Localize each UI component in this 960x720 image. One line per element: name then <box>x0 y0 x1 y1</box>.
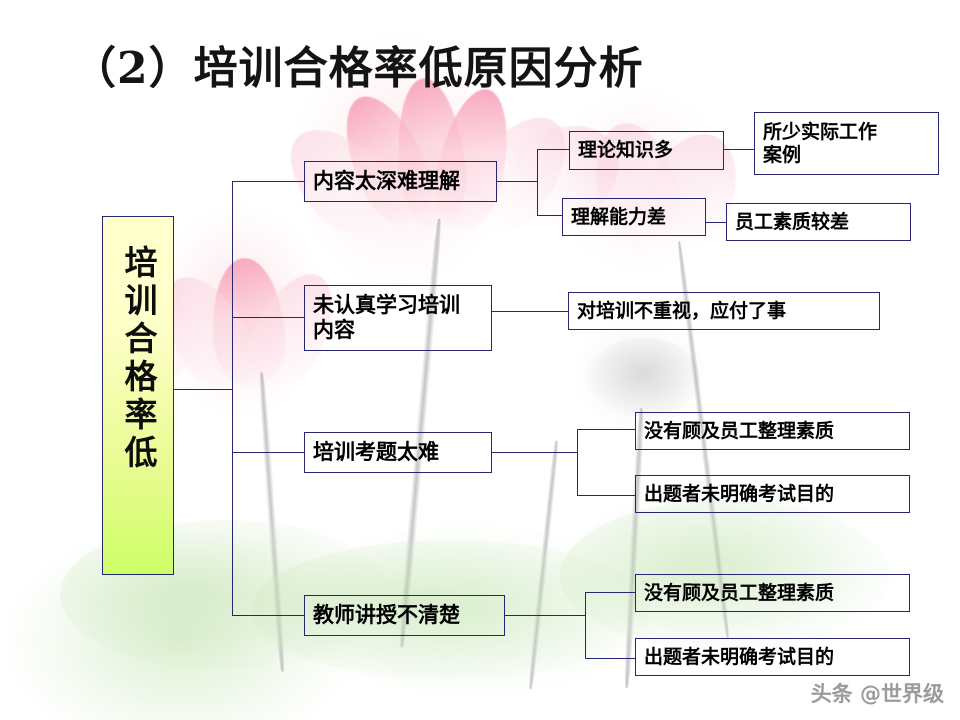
connector-branch-1-to-child-2 <box>537 215 562 216</box>
connector-trunk-to-branch-3 <box>232 452 304 453</box>
branch-node-not-studying-seriously[interactable]: 未认真学习培训 内容 <box>304 285 492 351</box>
branch-node-content-too-deep[interactable]: 内容太深难理解 <box>304 161 497 202</box>
connector-trunk-vertical <box>232 181 233 615</box>
branch-node-exam-too-hard[interactable]: 培训考题太难 <box>304 432 492 473</box>
leaf-node-ignored-staff-quality-exam[interactable]: 没有顾及员工整理素质 <box>635 412 910 450</box>
leaf-node-not-valuing-training[interactable]: 对培训不重视，应付了事 <box>568 292 880 330</box>
lotus-petal-icon <box>207 255 289 389</box>
connector-branch-3-to-child-2 <box>577 495 635 496</box>
leaf-node-ignored-staff-quality-teaching[interactable]: 没有顾及员工整理素质 <box>635 574 910 612</box>
root-node-label: 培训合格率低 <box>119 245 158 473</box>
lotus-petal-icon <box>390 74 472 232</box>
connector-branch-4-out <box>505 615 585 616</box>
connector-branch-4-to-child-2 <box>585 658 635 659</box>
leaf-node-unclear-exam-purpose-teaching[interactable]: 出题者未明确考试目的 <box>635 638 910 676</box>
connector-branch-4-splitter <box>585 592 586 658</box>
leaf-node-too-much-theory[interactable]: 理论知识多 <box>569 131 724 170</box>
connector-child-1-to-grandchild <box>724 149 754 150</box>
page-title: （2）培训合格率低原因分析 <box>72 43 644 94</box>
connector-trunk-to-branch-4 <box>232 615 304 616</box>
root-node-training-pass-rate-low[interactable]: 培训合格率低 <box>102 216 174 575</box>
leaf-node-label: 所少实际工作 案例 <box>763 121 878 166</box>
lotus-stem-icon <box>257 372 287 672</box>
leaf-node-few-practical-cases[interactable]: 所少实际工作 案例 <box>754 112 939 175</box>
connector-branch-4-to-child-1 <box>585 592 635 593</box>
leaf-node-label: 对培训不重视，应付了事 <box>577 299 787 322</box>
connector-branch-3-to-child-1 <box>577 429 635 430</box>
leaf-node-label: 理解能力差 <box>571 205 667 228</box>
lotus-petal-icon <box>327 83 447 236</box>
leaf-node-label: 没有顾及员工整理素质 <box>644 419 835 442</box>
connector-branch-2-out <box>492 311 568 312</box>
leaf-node-label: 出题者未明确考试目的 <box>644 645 835 668</box>
leaf-node-unclear-exam-purpose[interactable]: 出题者未明确考试目的 <box>635 475 910 513</box>
branch-node-label: 培训考题太难 <box>313 439 439 465</box>
watermark: 头条 @世界级 <box>810 682 944 706</box>
branch-node-label: 内容太深难理解 <box>313 168 460 194</box>
lotus-seedpod-icon <box>588 338 700 416</box>
branch-node-teacher-unclear[interactable]: 教师讲授不清楚 <box>304 595 505 636</box>
connector-root-to-trunk <box>174 389 232 390</box>
connector-branch-3-out <box>492 452 577 453</box>
connector-branch-1-splitter <box>537 149 538 215</box>
connector-trunk-to-branch-2 <box>232 317 304 318</box>
connector-child-2-to-grandchild <box>706 222 726 223</box>
connector-branch-3-splitter <box>577 429 578 495</box>
lotus-petal-icon <box>425 82 521 236</box>
leaf-node-label: 出题者未明确考试目的 <box>644 482 835 505</box>
leaf-node-low-staff-quality[interactable]: 员工素质较差 <box>726 203 911 241</box>
leaf-node-label: 员工素质较差 <box>735 210 850 233</box>
leaf-node-poor-comprehension[interactable]: 理解能力差 <box>562 198 706 236</box>
branch-node-label: 教师讲授不清楚 <box>313 602 460 628</box>
connector-branch-1-to-child-1 <box>537 149 569 150</box>
lotus-stem-icon <box>526 440 561 690</box>
connector-trunk-to-branch-1 <box>232 181 304 182</box>
branch-node-label: 未认真学习培训 内容 <box>313 292 460 342</box>
leaf-node-label: 理论知识多 <box>578 139 674 162</box>
leaf-node-label: 没有顾及员工整理素质 <box>644 581 835 604</box>
connector-branch-1-out <box>497 181 537 182</box>
